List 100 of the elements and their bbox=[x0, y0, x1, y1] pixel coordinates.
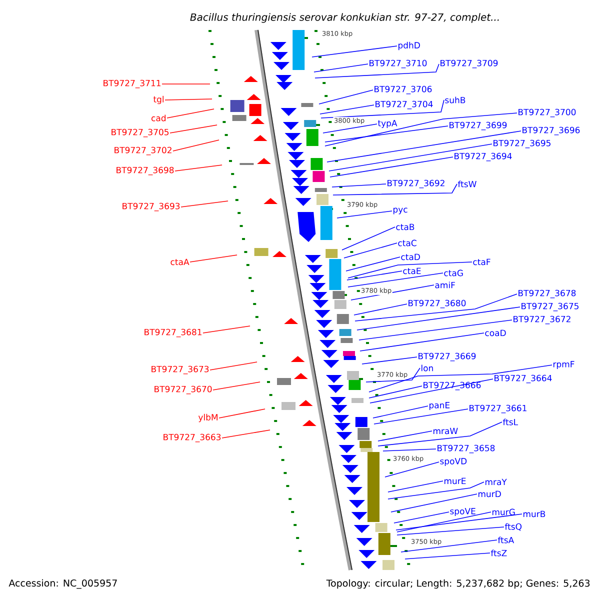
leader-line bbox=[368, 364, 552, 392]
gene-label: BT9727_3711 bbox=[104, 80, 160, 88]
leader-line bbox=[330, 156, 454, 178]
gene-label: rpmF bbox=[553, 361, 574, 369]
gene-label: panE bbox=[429, 402, 450, 410]
gene-label: BT9727_3693 bbox=[122, 202, 180, 212]
gene-label: BT9727_3675 bbox=[522, 302, 578, 312]
gene-label: mraW bbox=[433, 428, 458, 434]
gene-label: murD bbox=[478, 490, 501, 498]
gene-label: ctaC bbox=[398, 240, 416, 246]
gene-label: BT9727_3664 bbox=[494, 374, 552, 384]
leader-line bbox=[370, 378, 494, 404]
leader-line bbox=[344, 242, 398, 258]
leader-line bbox=[180, 200, 228, 208]
leader-line bbox=[312, 46, 398, 58]
gene-label: tgl bbox=[153, 96, 164, 104]
gene-label: ylbM bbox=[198, 414, 218, 422]
leader-line bbox=[390, 494, 478, 512]
leader-line bbox=[368, 386, 422, 398]
leader-line bbox=[396, 526, 504, 536]
leader-line bbox=[322, 124, 378, 134]
gene-label: BT9727_3661 bbox=[470, 404, 526, 414]
leader-line bbox=[218, 408, 266, 418]
gene-label: ctaG bbox=[444, 270, 463, 276]
gene-label: ctaF bbox=[473, 258, 490, 266]
gene-label: BT9727_3694 bbox=[454, 152, 512, 162]
leader-line bbox=[320, 104, 374, 114]
leader-line bbox=[172, 140, 220, 152]
gene-label: ftsA bbox=[498, 536, 514, 544]
leader-line bbox=[374, 408, 468, 424]
accession-text: Accession: NC_005957 bbox=[8, 579, 117, 589]
leader-line bbox=[324, 126, 448, 142]
leader-line bbox=[212, 382, 260, 390]
leader-line bbox=[394, 512, 450, 524]
gene-label: murB bbox=[523, 510, 546, 518]
leader-line bbox=[314, 64, 440, 78]
leader-line bbox=[384, 462, 440, 478]
gene-label: ftsQ bbox=[504, 523, 522, 531]
leader-line bbox=[388, 482, 484, 500]
leader-line bbox=[332, 184, 386, 188]
gene-label: BT9727_3700 bbox=[518, 108, 576, 118]
gene-label: ctaD bbox=[401, 254, 420, 260]
gene-label: BT9727_3678 bbox=[518, 290, 576, 298]
gene-label: ftsW bbox=[458, 180, 476, 188]
gene-label: BT9727_3669 bbox=[418, 352, 476, 362]
leader-line bbox=[382, 448, 436, 452]
summary-text: Topology: circular; Length: 5,237,682 bp; Genes: 5,263 bbox=[326, 579, 590, 589]
leader-line bbox=[404, 552, 490, 560]
gene-label: ftsL bbox=[502, 418, 518, 426]
gene-label: BT9727_3702 bbox=[114, 146, 172, 156]
leader-line bbox=[166, 108, 214, 118]
gene-label: pyc bbox=[393, 208, 408, 214]
leader-line bbox=[342, 226, 396, 250]
leader-line bbox=[396, 514, 522, 530]
gene-label: BT9727_3663 bbox=[164, 434, 221, 442]
leader-line bbox=[170, 124, 218, 134]
leader-line bbox=[354, 294, 518, 322]
gene-label: cad bbox=[152, 114, 166, 122]
leader-line bbox=[336, 210, 392, 218]
gene-label: BT9727_3692 bbox=[388, 180, 444, 188]
gene-label: typA bbox=[378, 120, 398, 128]
leader-line bbox=[378, 422, 502, 446]
gene-label: BT9727_3680 bbox=[408, 300, 466, 308]
gene-label: lon bbox=[422, 364, 433, 372]
gene-label: BT9727_3710 bbox=[370, 60, 427, 68]
gene-label: ctaB bbox=[396, 224, 414, 230]
gene-label: spoVE bbox=[450, 508, 476, 516]
leader-line bbox=[348, 272, 444, 288]
leader-line bbox=[366, 368, 420, 382]
gene-label: murG bbox=[492, 508, 515, 516]
leader-line bbox=[354, 304, 408, 316]
leader-line bbox=[326, 130, 522, 162]
gene-label: ctaA bbox=[170, 258, 190, 266]
leader-line bbox=[174, 164, 222, 172]
gene-label: BT9727_3670 bbox=[154, 386, 212, 394]
gene-label: ftsZ bbox=[490, 550, 507, 556]
gene-label: BT9727_3704 bbox=[376, 100, 433, 110]
gene-label: BT9727_3681 bbox=[144, 328, 202, 338]
gene-label: suhB bbox=[445, 96, 466, 104]
gene-label: BT9727_3705 bbox=[112, 128, 169, 138]
leader-line bbox=[378, 430, 432, 442]
leader-line bbox=[346, 256, 400, 272]
leader-line bbox=[324, 112, 518, 146]
gene-label: mraY bbox=[485, 478, 507, 486]
gene-label: BT9727_3709 bbox=[440, 60, 498, 68]
leader-line bbox=[318, 90, 374, 104]
leader-line bbox=[314, 64, 368, 72]
leader-line bbox=[164, 98, 212, 100]
gene-label: murE bbox=[444, 478, 466, 484]
gene-label: spoVD bbox=[440, 458, 467, 466]
leader-line bbox=[346, 270, 402, 280]
gene-label: BT9727_3658 bbox=[438, 444, 495, 454]
title: Bacillus thuringiensis serovar konkukian str. 97-27, complet... bbox=[190, 13, 499, 23]
leader-line bbox=[372, 406, 428, 418]
gene-label: BT9727_3699 bbox=[450, 122, 507, 130]
leader-line bbox=[190, 254, 238, 262]
leader-line bbox=[332, 184, 458, 196]
leader-line bbox=[356, 306, 520, 330]
gene-label: coaD bbox=[485, 330, 506, 336]
gene-label: BT9727_3706 bbox=[374, 86, 432, 94]
